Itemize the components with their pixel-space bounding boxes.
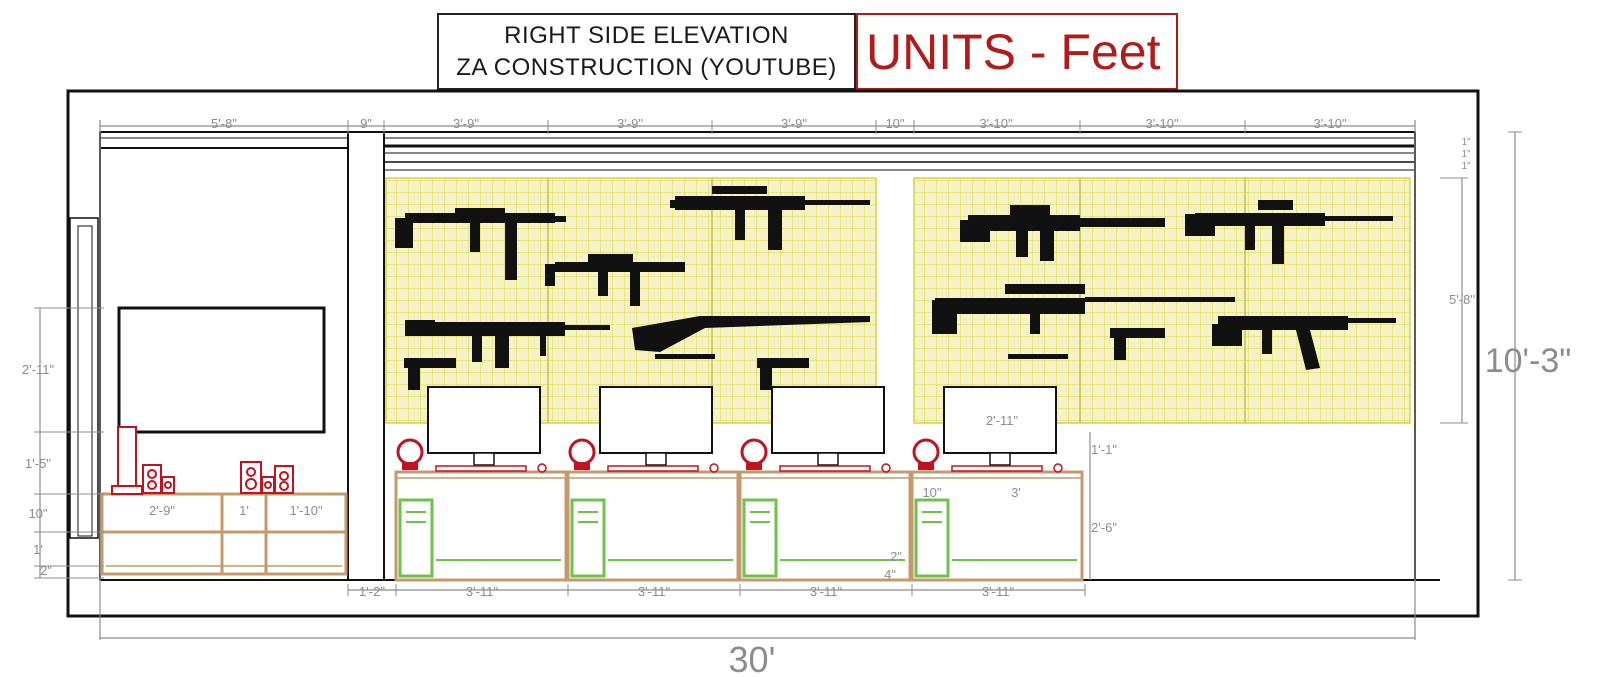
headphone-stand: [746, 462, 762, 470]
dimension-lines: [39, 120, 1516, 640]
keyboard: [951, 465, 1043, 472]
headphones-icon: [740, 438, 768, 466]
dim-top-1: 5'-8": [211, 116, 237, 131]
dim-top-5: 3'-9": [781, 116, 807, 131]
title-line-1: RIGHT SIDE ELEVATION: [504, 21, 789, 49]
headphone-stand: [918, 462, 934, 470]
headphone-stand: [402, 462, 418, 470]
title-line-2: ZA CONSTRUCTION (YOUTUBE): [456, 53, 837, 81]
dim-right-small-1: 1": [1461, 137, 1471, 148]
dim-bottom-3: 3'-11": [638, 584, 671, 599]
dim-top-3: 3'-9": [453, 116, 479, 131]
headphones-icon: [568, 438, 596, 466]
dim-left-4: 1': [33, 542, 43, 557]
keyboard: [779, 465, 871, 472]
assault-rifle-icon: [960, 205, 1165, 261]
monitor-stand: [645, 452, 667, 466]
gaming-desk: [910, 470, 1084, 582]
assault-rifle-icon: [1212, 316, 1396, 370]
dim-monitor: 2'-11": [986, 413, 1019, 428]
headphones-icon: [912, 438, 940, 466]
monitor-stand: [989, 452, 1011, 466]
dim-left-1: 2'-11": [22, 362, 55, 377]
dim-bottom-2: 3'-11": [466, 584, 499, 599]
dim-desk-offset: 10": [922, 485, 941, 500]
units-block: UNITS - Feet: [856, 13, 1178, 90]
dim-top-2: 9": [360, 116, 372, 131]
units-label: UNITS - Feet: [866, 23, 1161, 80]
keyboard: [607, 465, 699, 472]
dim-left-2: 1'-5": [25, 456, 51, 471]
dim-top-9: 3'-10": [1313, 116, 1347, 131]
dim-bottom-4: 3'-11": [810, 584, 843, 599]
dim-bottom-1: 1'-2": [359, 584, 385, 599]
dim-left-5: 2": [40, 563, 52, 578]
dim-desk-small-1: 2": [890, 549, 902, 564]
monitor-icon: [599, 386, 713, 454]
mouse: [1053, 463, 1063, 473]
dim-desk-gap: 1'-1": [1091, 442, 1117, 457]
dim-bottom-5: 3'-11": [982, 584, 1015, 599]
dim-desk-span: 3': [1011, 485, 1021, 500]
dim-desk-height: 2'-6": [1091, 520, 1117, 535]
gaming-desk: [566, 470, 740, 582]
rifle-icon: [632, 316, 870, 352]
gaming-desk: [738, 470, 912, 582]
mouse: [709, 463, 719, 473]
title-block: RIGHT SIDE ELEVATION ZA CONSTRUCTION (YO…: [437, 13, 856, 90]
dim-right-small-2: 1": [1461, 149, 1471, 160]
headphone-stand: [574, 462, 590, 470]
submachine-gun-icon: [545, 254, 685, 306]
dim-overall-width: 30': [729, 639, 776, 677]
dim-cabinet-3: 1'-10": [289, 503, 323, 518]
smg-icon: [395, 208, 566, 280]
dim-cabinet-2: 1': [239, 503, 249, 518]
mouse: [881, 463, 891, 473]
dim-desk-small-2: 4": [884, 567, 896, 582]
tv-icon: [117, 306, 326, 434]
dim-overall-height: 10'-3": [1485, 342, 1572, 380]
gaming-desk: [394, 470, 568, 582]
pistol-icon: [1110, 328, 1165, 360]
pistol-icon: [404, 358, 809, 390]
dim-cabinet-1: 2'-9": [149, 503, 175, 518]
headphones-icon: [396, 438, 424, 466]
dim-left-3: 10": [28, 506, 47, 521]
dim-top-7: 3'-10": [979, 116, 1013, 131]
dim-top-6: 10": [885, 116, 904, 131]
knife-icon: [655, 354, 1068, 359]
dim-top-4: 3'-9": [617, 116, 643, 131]
assault-rifle-icon: [405, 320, 610, 368]
mouse: [537, 463, 547, 473]
media-cabinet: [100, 492, 348, 576]
dim-top-8: 3'-10": [1145, 116, 1179, 131]
monitor-stand: [817, 452, 839, 466]
door-frame: [69, 217, 99, 539]
assault-rifle-icon: [1185, 200, 1393, 264]
wall-column: [347, 131, 385, 581]
monitor-icon: [427, 386, 541, 454]
speaker-icon: [111, 426, 294, 495]
keyboard: [435, 465, 527, 472]
left-bay: [69, 131, 385, 581]
monitor-icon: [771, 386, 885, 454]
room-outline: [66, 89, 1480, 618]
sniper-rifle-icon: [932, 284, 1235, 334]
dim-pegboard-height: 5'-8": [1449, 292, 1475, 307]
dim-right-small-3: 1": [1461, 161, 1471, 172]
monitor-stand: [473, 452, 495, 466]
assault-rifle-icon: [670, 186, 870, 250]
